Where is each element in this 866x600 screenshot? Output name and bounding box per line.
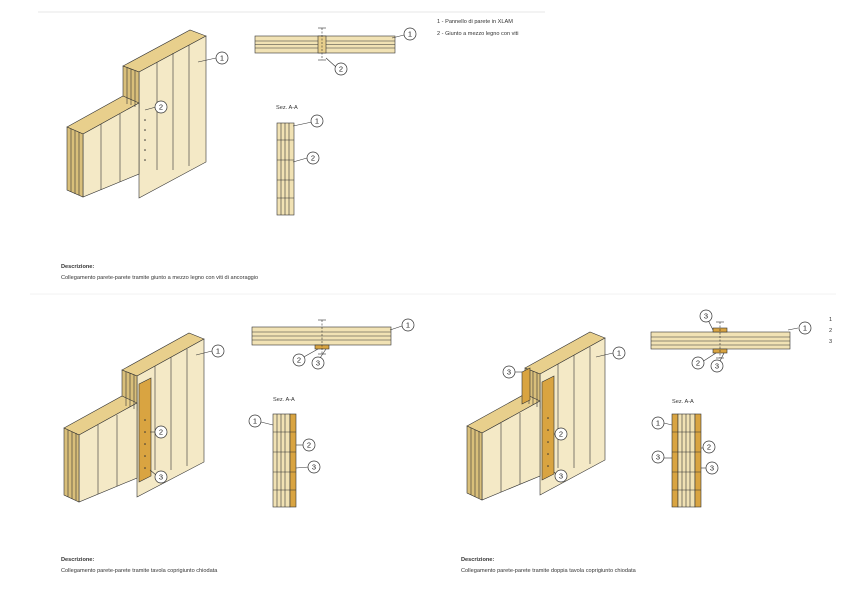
callout-marker [651, 450, 665, 464]
legend-number-partial: 2 [829, 328, 833, 334]
callout-marker [403, 27, 417, 41]
callout-marker [154, 425, 168, 439]
callout-marker [702, 440, 716, 454]
callout-marker [798, 321, 812, 335]
wall-isometric-2 [63, 332, 205, 503]
nails-3 [547, 417, 549, 467]
nails-2 [144, 419, 146, 469]
callout-number: 3 [316, 359, 320, 368]
section-label: Sez. A-A [276, 105, 298, 111]
section-view-3 [671, 413, 702, 508]
callout-numbers: 1 2 1 2 1 2 1 2 3 1 2 3 1 2 3 1 2 3 3 1 … [159, 30, 807, 482]
section-label: Sez. A-A [672, 399, 694, 405]
callout-marker [554, 427, 568, 441]
description-text: Collegamento parete-parete tramite tavol… [61, 568, 218, 574]
description-title: Descrizione: [61, 557, 95, 563]
description-title: Descrizione: [461, 557, 495, 563]
callout-marker [651, 416, 665, 430]
callout-number: 1 [220, 54, 224, 63]
callout-number: 3 [507, 368, 511, 377]
callout-marker [211, 344, 225, 358]
callout-number: 2 [311, 154, 315, 163]
section-view-1 [276, 122, 295, 216]
callout-number: 1 [315, 117, 319, 126]
callout-number: 1 [656, 419, 660, 428]
callout-marker [554, 469, 568, 483]
callout-number: 3 [656, 453, 660, 462]
callout-number: 1 [803, 324, 807, 333]
callout-marker [699, 309, 713, 323]
callout-number: 2 [307, 441, 311, 450]
plan-view-1 [254, 27, 396, 61]
callout-marker [310, 114, 324, 128]
callout-number: 3 [312, 463, 316, 472]
callout-marker [302, 438, 316, 452]
callout-marker [401, 318, 415, 332]
callout-number: 1 [253, 417, 257, 426]
callout-number: 3 [715, 362, 719, 371]
callout-marker [292, 353, 306, 367]
callout-marker [248, 414, 262, 428]
leader-lines [144, 34, 799, 476]
callout-number: 3 [159, 473, 163, 482]
callout-markers [154, 27, 812, 484]
plan-view-3 [650, 321, 791, 359]
callout-number: 3 [704, 312, 708, 321]
callout-number: 2 [297, 356, 301, 365]
plan-view-2 [251, 319, 392, 355]
wall-isometric-3 [466, 331, 606, 501]
callout-marker [502, 365, 516, 379]
legend-number-partial: 1 [829, 317, 833, 323]
callout-number: 2 [159, 428, 163, 437]
callout-number: 3 [710, 464, 714, 473]
callout-number: 1 [216, 347, 220, 356]
wall-isometric-1 [66, 29, 207, 199]
description-text: Collegamento parete-parete tramite doppi… [461, 568, 636, 574]
callout-number: 2 [707, 443, 711, 452]
callout-marker [705, 461, 719, 475]
callout-marker [306, 151, 320, 165]
callout-number: 2 [339, 65, 343, 74]
callout-number: 1 [408, 30, 412, 39]
callout-number: 1 [406, 321, 410, 330]
callout-number: 3 [559, 472, 563, 481]
callout-marker [154, 470, 168, 484]
callout-marker [215, 51, 229, 65]
callout-number: 2 [559, 430, 563, 439]
legend-item: 2 - Giunto a mezzo legno con viti [437, 31, 519, 37]
section-view-2 [272, 413, 297, 508]
callout-marker [154, 100, 168, 114]
callout-marker [612, 346, 626, 360]
description-title: Descrizione: [61, 264, 95, 270]
callout-marker [334, 62, 348, 76]
screws-1 [144, 119, 146, 161]
callout-number: 1 [617, 349, 621, 358]
callout-marker [307, 460, 321, 474]
callout-marker [311, 356, 325, 370]
legend-item: 1 - Pannello di parete in XLAM [437, 19, 513, 25]
callout-marker [691, 356, 705, 370]
callout-number: 2 [696, 359, 700, 368]
callout-number: 2 [159, 103, 163, 112]
callout-marker [710, 359, 724, 373]
section-label: Sez. A-A [273, 397, 295, 403]
legend-number-partial: 3 [829, 339, 833, 345]
description-text: Collegamento parete-parete tramite giunt… [61, 275, 259, 281]
